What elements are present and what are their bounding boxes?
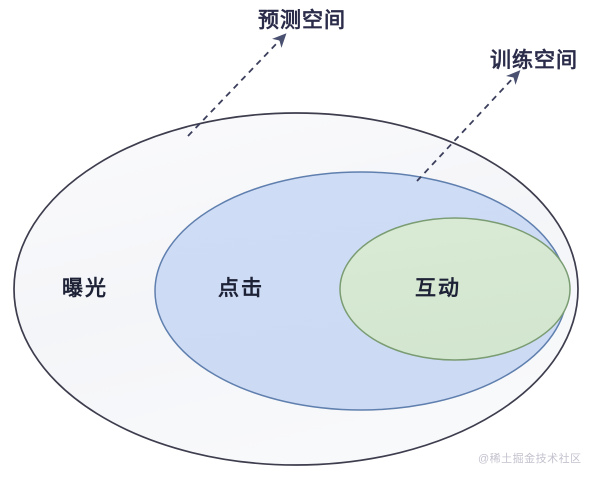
callout-label-train-space: 训练空间 [490,49,578,72]
region-label-interaction: 互动 [415,277,461,300]
region-label-exposure: 曝光 [62,277,108,300]
callout-arrow-train-space [416,70,521,182]
region-label-click: 点击 [218,277,264,300]
callout-arrow-predict-space [187,33,287,137]
callout-label-predict-space: 预测空间 [258,9,346,32]
region-ellipse-interaction[interactable] [339,217,571,361]
watermark: @稀土掘金技术社区 [478,453,582,465]
